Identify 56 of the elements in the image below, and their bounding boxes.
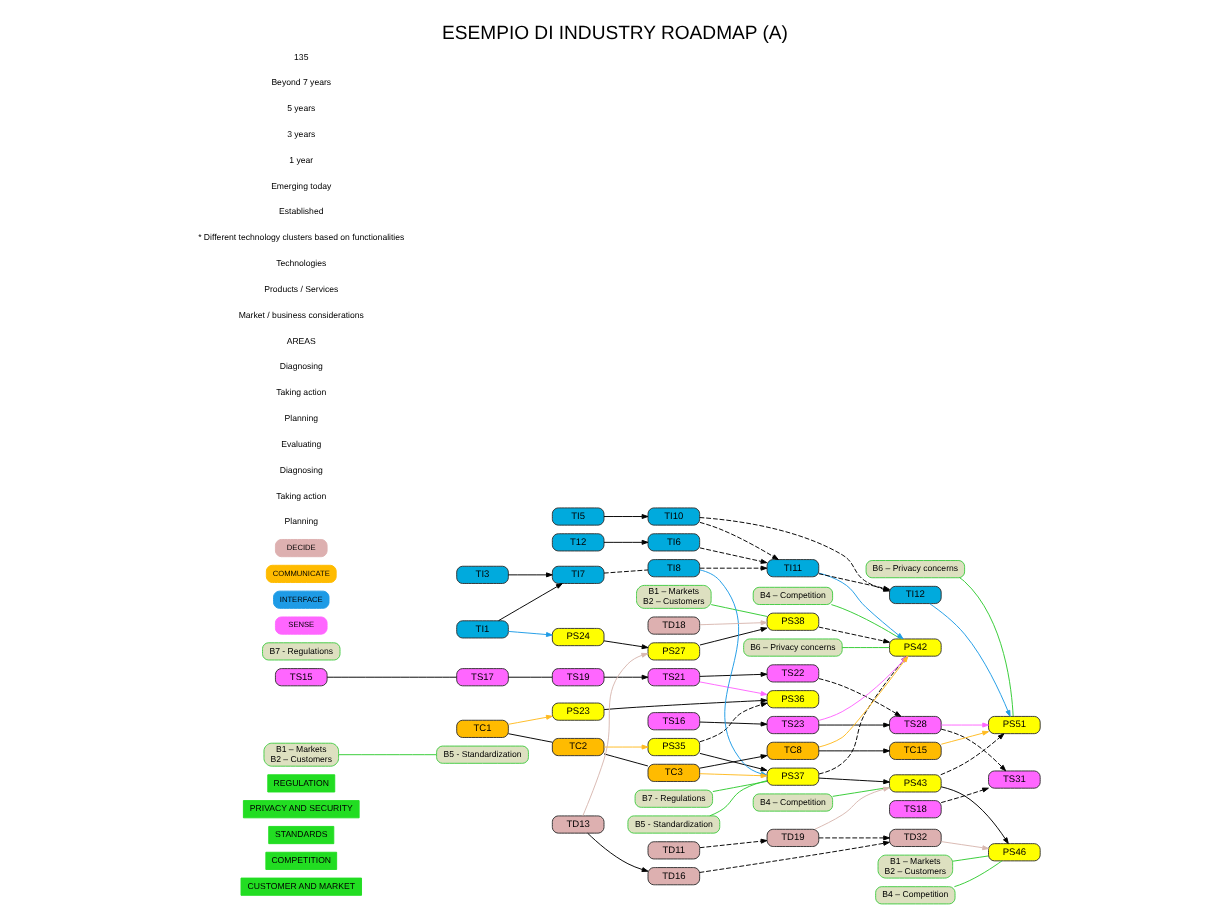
arrow [817,655,908,748]
arrow [602,640,648,650]
arrow [698,721,767,727]
arrow [602,514,648,519]
arrow [698,840,889,873]
connector [602,753,648,767]
arrow [817,777,889,785]
arrow [602,539,648,545]
arrow [698,702,767,743]
arrow [698,681,767,696]
connector [711,780,767,793]
arrow [817,722,889,728]
arrow [813,786,889,830]
arrow [928,603,1010,717]
arrow [698,547,767,564]
arrow [817,655,907,721]
arrow [497,583,562,622]
arrow [698,620,767,626]
connector [602,569,648,574]
connector [337,754,436,756]
connector [958,577,1013,717]
arrow [817,572,903,640]
arrow [506,714,552,725]
connector [506,676,552,678]
arrow [939,787,988,804]
connector [708,780,767,817]
arrow [506,630,552,637]
arrow [586,832,648,872]
arrow [939,786,1008,844]
arrow [817,626,889,644]
arrow [817,678,901,717]
arrow [602,744,648,750]
connector [951,855,988,862]
connector [506,733,552,743]
arrow [581,652,648,817]
arrow [817,835,889,841]
arrow [939,730,988,745]
arrow [602,698,767,711]
connector [952,860,1002,888]
arrow [939,722,988,728]
arrow [817,655,907,775]
arrow [817,748,889,754]
connector [840,647,889,649]
arrow [698,838,767,849]
arrow [506,572,552,578]
connector [831,786,889,797]
connector [325,676,457,678]
arrow [698,671,767,677]
connector [709,604,767,617]
arrow [939,841,988,851]
connector [829,604,901,640]
arrow [698,565,767,571]
arrow [602,674,648,680]
diagram-title: ESEMPIO DI INDUSTRY ROADMAP (A) [441,23,787,46]
arrow [698,521,778,560]
arrow [698,627,767,646]
